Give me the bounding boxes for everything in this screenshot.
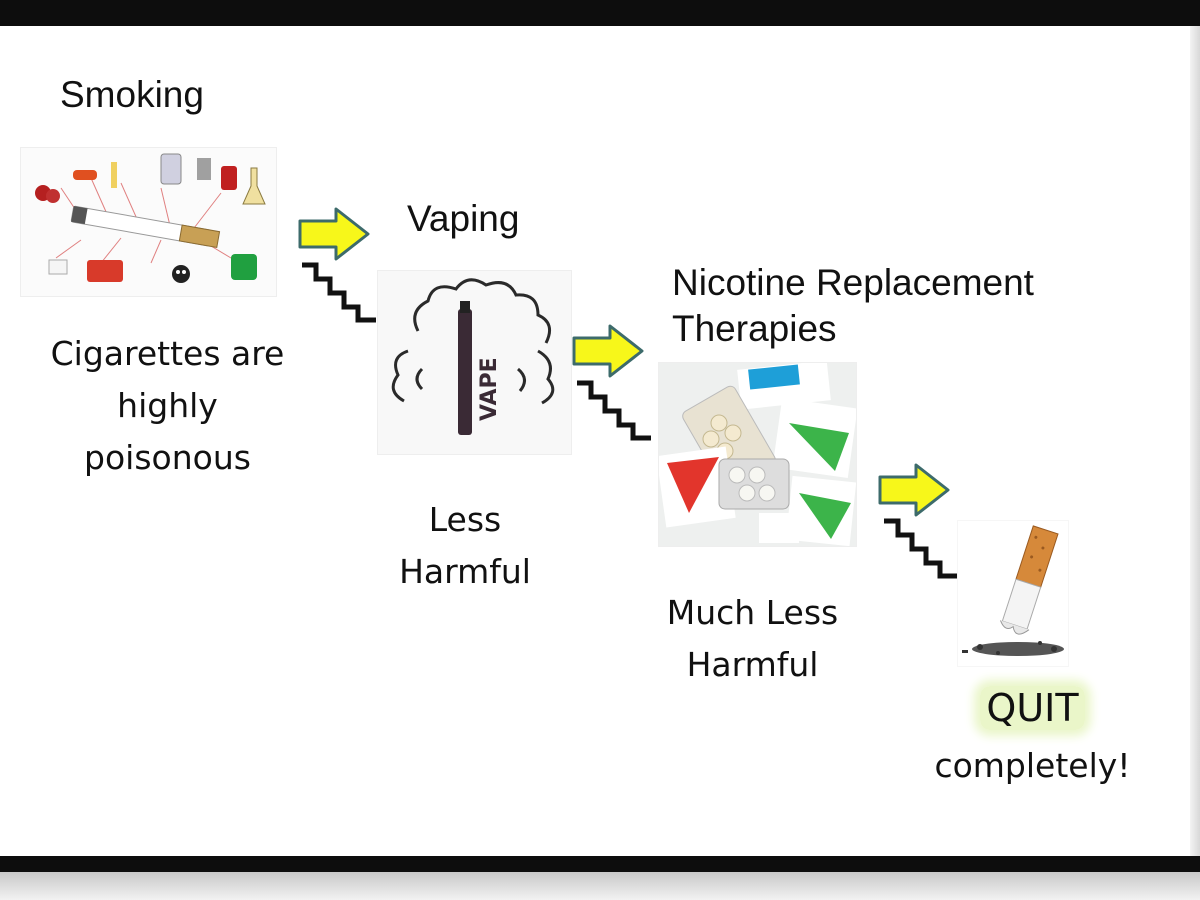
vaping-caption: Less Harmful [365,494,565,598]
vape-pen-cloud-icon: VAPE [377,270,572,455]
frame-right-shadow [1190,26,1200,856]
nrt-title-line-1: Nicotine Replacement [672,262,1034,303]
smoking-caption: Cigarettes are highly poisonous [20,328,315,484]
frame-top-border [0,0,1200,26]
vaping-caption-line-1: Less [428,500,502,539]
vaping-title: Vaping [407,198,520,239]
vape-label: VAPE [477,357,502,421]
quit-caption-rest: completely! [934,746,1131,785]
stubbed-out-cigarette-icon [957,520,1069,667]
stairs-down-icon [302,262,376,323]
smoking-caption-line-1: Cigarettes are [50,334,285,373]
nrt-caption: Much Less Harmful [640,587,865,691]
nrt-caption-line-1: Much Less [666,593,839,632]
smoking-caption-line-3: poisonous [84,438,251,477]
stairs-down-icon [884,518,958,579]
frame-bottom-border [0,856,1200,872]
nrt-caption-line-2: Harmful [686,645,819,684]
smoking-title: Smoking [60,74,204,115]
vaping-caption-line-2: Harmful [399,552,531,591]
nrt-title: Nicotine Replacement Therapies [672,260,1034,352]
right-arrow-icon [572,324,644,378]
nicotine-patches-gum-photo [658,362,857,547]
cigarette-chemicals-illustration [20,147,277,297]
quit-caption: QUIT completely! [905,682,1160,792]
frame-shadow [0,872,1200,900]
right-arrow-icon [878,463,950,517]
stairs-down-icon [577,380,651,441]
smoking-caption-line-2: highly [117,386,218,425]
quit-highlight-text: QUIT [980,686,1085,730]
nrt-title-line-2: Therapies [672,308,837,349]
right-arrow-icon [298,207,370,261]
